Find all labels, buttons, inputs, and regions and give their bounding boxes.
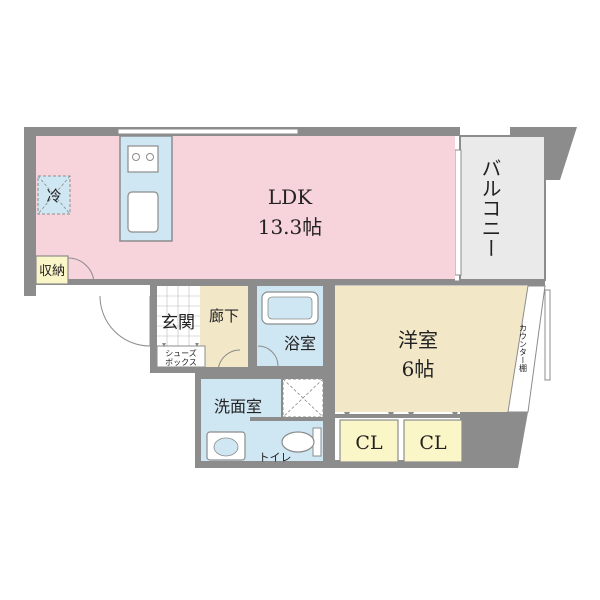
fridge-diagonal [37, 175, 71, 215]
outer-wall-right-bottom [460, 412, 528, 468]
shoebox-marker [162, 343, 166, 347]
stove-icon [127, 145, 159, 173]
closet-2-marker [408, 412, 414, 418]
closet-2-marker-2 [452, 412, 458, 418]
hallway-floor [200, 286, 248, 367]
storage-floor [35, 255, 69, 285]
closet-2-label: CL [419, 432, 447, 454]
bathtub-inner-icon [267, 296, 313, 320]
toilet-bowl-icon [281, 431, 315, 453]
fridge-label: 冷 [46, 187, 61, 205]
ldk-floor [36, 136, 455, 279]
sink-icon [127, 191, 159, 233]
washroom-label: 洗面室 [214, 397, 262, 416]
front-door-swing [99, 295, 151, 347]
closet-1-floor [339, 419, 399, 463]
closet-1-label: CL [355, 432, 383, 454]
burner-icon [132, 153, 140, 161]
entrance-label: 玄関 [161, 313, 195, 333]
western-room-label: 洋室 [398, 328, 438, 352]
entrance-tiles [157, 286, 200, 346]
shoebox-marker-2 [195, 343, 199, 347]
balcony-window-track [454, 149, 462, 276]
washbasin-bowl-icon [213, 437, 239, 457]
burner-icon-2 [146, 153, 154, 161]
closet-1-marker [344, 412, 350, 418]
western-window-track [544, 289, 551, 381]
balcony-label: バルコニー [478, 158, 502, 258]
hallway-label: 廊下 [209, 307, 239, 325]
bathroom-door-swing [257, 345, 279, 367]
counter-shelf-strip [507, 285, 546, 413]
counter-shelf-label: カウンター棚 [519, 324, 528, 373]
storage-door-swing [67, 257, 95, 285]
western-room-floor [335, 286, 528, 412]
outer-wall-right-top [510, 127, 577, 180]
western-room-size-label: 6帖 [402, 357, 435, 381]
closet-2-floor [403, 419, 463, 463]
ldk-label: LDK [268, 185, 313, 209]
closet-1-marker-2 [388, 412, 394, 418]
toilet-label: トイレ [259, 451, 292, 464]
ldk-size-label: 13.3帖 [258, 215, 323, 239]
fridge-diagonal-2 [37, 175, 71, 215]
toilet-wall-divider [250, 417, 330, 421]
outer-wall-bottom [195, 460, 518, 468]
washroom-door-swing [217, 349, 241, 373]
ldk-top-window [117, 128, 299, 135]
storage-label: 収納 [39, 264, 65, 279]
western-room-wall [330, 279, 335, 468]
washer-diagonal-2 [282, 378, 324, 418]
balcony-floor [459, 135, 546, 281]
bathroom-label: 浴室 [284, 334, 316, 353]
shoebox-label-line2: ボックス [165, 358, 197, 367]
shoebox [156, 345, 206, 368]
shoebox-label-line1: シューズ [165, 348, 197, 358]
